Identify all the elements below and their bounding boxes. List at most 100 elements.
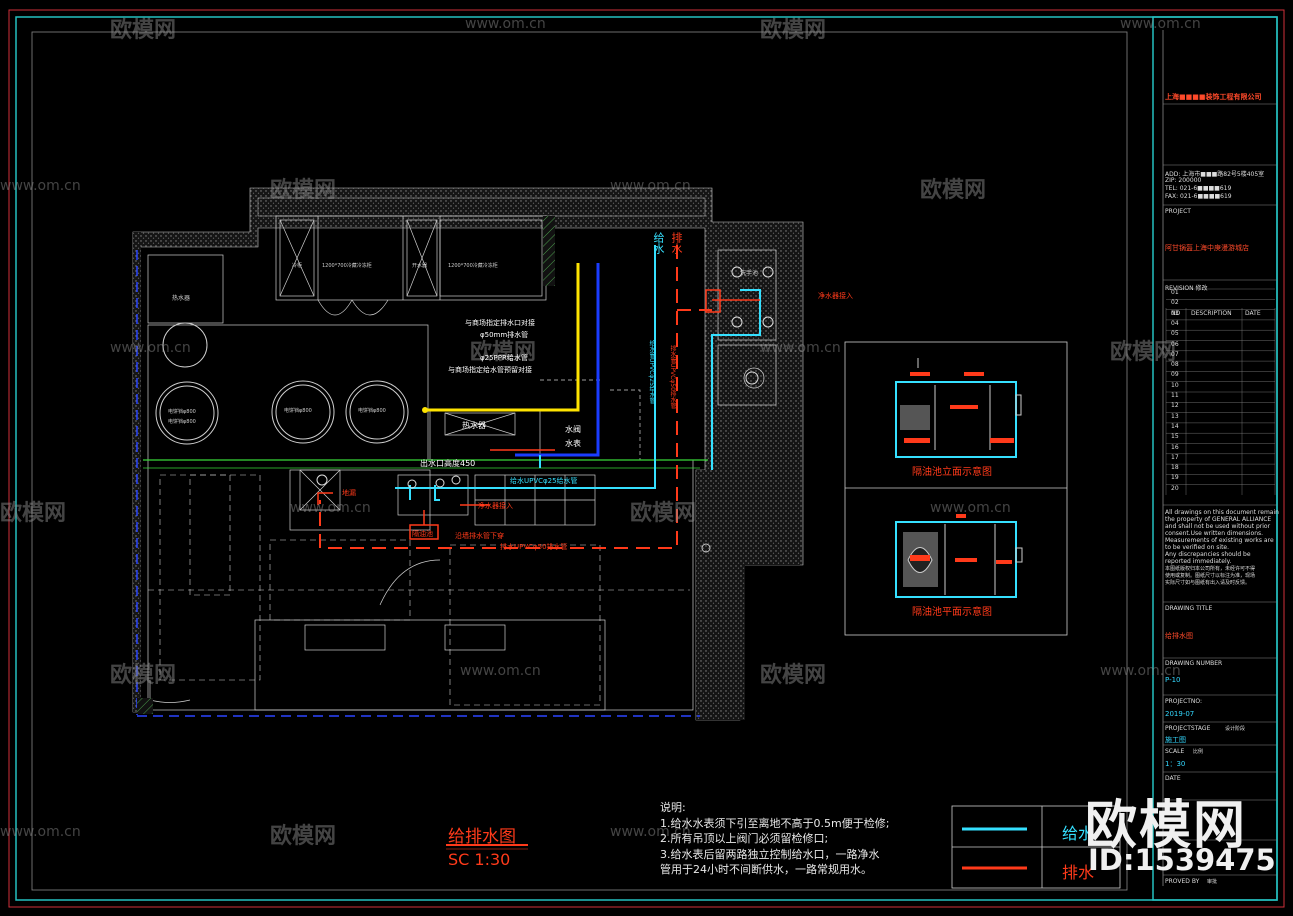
callout: 与商场指定给水管预留对接 [448, 366, 532, 374]
note-line: 2.所有吊顶以上阀门必须留检修口; [660, 832, 829, 845]
round-equipment [155, 322, 409, 445]
label-supply-vertical: 给水 [652, 232, 665, 254]
watermark-url: www.om.cn [610, 824, 691, 840]
cabinet-label: 1200*700冷藏冷冻柜 [448, 263, 498, 269]
round-label: 电饼铛φ800 [284, 408, 312, 414]
round-label: 电饼铛φ800 [168, 409, 196, 415]
note-line: 管用于24小时不间断供水，一路常规用水。 [660, 863, 872, 876]
watermark-brand: 欧模网 [920, 178, 987, 203]
notice-en: All drawings on this document remain the… [1165, 509, 1279, 586]
legend-drain-label: 排水 [1062, 863, 1095, 882]
main-scale: SC 1:30 [448, 850, 511, 869]
project-no-label: PROJECTNO: [1165, 698, 1203, 705]
watermark-url: www.om.cn [465, 16, 546, 32]
outer-frame [8, 9, 1285, 908]
notice-line: and shall not be used without prior [1165, 523, 1271, 530]
round-label: 电饼铛φ800 [168, 419, 196, 425]
note-line: 1.给水水表须下引至离地不高于0.5m便于检修; [660, 816, 890, 830]
project-name: 阿甘锅盔上海中庚漫游城店 [1165, 244, 1249, 252]
oil-trap-section [895, 358, 1022, 458]
proved-label: PROVED BY [1165, 878, 1200, 885]
stage: 施工图 [1165, 736, 1186, 744]
notice-line: Measurements of existing works are [1165, 537, 1274, 544]
detail-panel [844, 341, 1068, 636]
watermark-brand: 欧模网 [760, 663, 827, 688]
notice-line: 使用或复制。图纸尺寸以标注为准，现场 [1165, 573, 1256, 579]
watermark-id: ID:1539475 [1088, 843, 1276, 877]
label-meter: 水表 [565, 439, 581, 448]
revision-row-number: 11 [1171, 392, 1179, 399]
revision-row-number: 14 [1171, 422, 1179, 430]
drawing-number: P-10 [1165, 676, 1181, 684]
revision-row-number: 04 [1171, 319, 1179, 327]
notice-line: the property of GENERAL ALLIANCE [1165, 516, 1272, 523]
callout: 与商场指定排水口对接 [465, 319, 535, 327]
watermark-url: www.om.cn [110, 340, 191, 356]
notice-line: 本图纸版权归本公司所有，未经许可不得 [1165, 566, 1256, 572]
revision-row-number: 17 [1171, 453, 1179, 461]
section-title: 隔油池立面示意图 [912, 467, 992, 478]
label-sink: 洗手池 [740, 270, 759, 277]
stage-label: PROJECTSTAGE [1165, 725, 1211, 732]
title-block-frame [1152, 16, 1278, 901]
address-line: FAX: 021-6■■■■619 [1165, 193, 1232, 200]
notes-title: 说明: [660, 801, 686, 814]
notice-line: consent.Use written dimensions. [1165, 530, 1264, 537]
notice-line: Any discrepancies should be [1165, 551, 1251, 558]
label-drain-riser: 排水管UPVCφ50排水管 [669, 345, 676, 409]
notice-line: 实际尺寸如与图纸有出入请及时反馈。 [1165, 580, 1251, 586]
revision-row-number: 18 [1171, 464, 1179, 472]
label-supply-riser: 给水管UPVCφ25给水管 [648, 340, 655, 404]
revision-row-number: 09 [1171, 371, 1179, 379]
revision-row-number: 10 [1171, 381, 1179, 389]
address-line: ADD: 上海市■■■路82号5楼405室 [1165, 171, 1265, 178]
cabinet-label: 开水器 [412, 263, 428, 269]
revision-row-number: 05 [1171, 330, 1179, 338]
notice-line: to be verified on site. [1165, 544, 1230, 551]
label-heater: 热水器 [172, 295, 191, 302]
revision-row-number: 15 [1171, 433, 1179, 441]
revision-row-number: 16 [1171, 443, 1179, 451]
revision-row-number: 06 [1171, 340, 1179, 348]
watermark-brand: 欧模网 [0, 501, 67, 526]
dashed-furniture [148, 474, 690, 706]
label-clean-water: 净水器接入 [818, 292, 853, 300]
revision-row-number: 13 [1171, 412, 1179, 420]
watermark-brand: 欧模网 [110, 663, 177, 688]
proved-sub: 审批 [1207, 879, 1218, 885]
drawing-title-label: DRAWING TITLE [1165, 605, 1213, 612]
callout: φ50mm排水管 [480, 331, 529, 339]
oil-trap-plan [895, 514, 1023, 598]
address-line: TEL: 021-6■■■■619 [1165, 185, 1232, 192]
label-valve: 水阀 [565, 425, 581, 434]
revision-grid [1165, 288, 1276, 495]
revision-col: DESCRIPTION [1191, 310, 1232, 317]
notice-line: All drawings on this document remain [1165, 509, 1279, 516]
notes: 说明: 1.给水水表须下引至离地不高于0.5m便于检修; 2.所有吊顶以上阀门必… [660, 800, 889, 878]
watermark-url: www.om.cn [290, 500, 371, 516]
revision-col: DATE [1245, 310, 1261, 317]
revision-row-number: 01 [1171, 289, 1179, 296]
watermark-brand: 欧模网 [270, 178, 337, 203]
watermark-big-brand: 欧模网 [1085, 796, 1248, 856]
watermark-brand: 欧模网 [110, 18, 177, 43]
label-purifier: 净水器接入 [478, 502, 513, 510]
revision-row-number: 08 [1171, 361, 1179, 369]
watermark-brand: 欧模网 [1110, 340, 1177, 365]
watermark-brand: 欧模网 [630, 501, 697, 526]
label-drain-down: 沿墙排水管下穿 [455, 532, 504, 540]
revision-row-number: 07 [1171, 350, 1179, 358]
inner-frame [15, 16, 1278, 901]
hot-water-pipe [425, 263, 580, 412]
callout: φ25PPR给水管 [480, 354, 528, 362]
label-floor-drain: 地漏 [342, 489, 356, 497]
watermark-url: www.om.cn [1100, 663, 1181, 679]
watermark-brand: 欧模网 [760, 18, 827, 43]
watermark-url: www.om.cn [0, 178, 81, 194]
revision-row-number: 03 [1171, 309, 1179, 317]
revision-col: NO [1171, 310, 1181, 317]
round-label: 电饼铛φ800 [358, 408, 386, 414]
label-outlet-height: 出水口高度450 [420, 459, 476, 468]
watermark-url: www.om.cn [1120, 16, 1201, 32]
